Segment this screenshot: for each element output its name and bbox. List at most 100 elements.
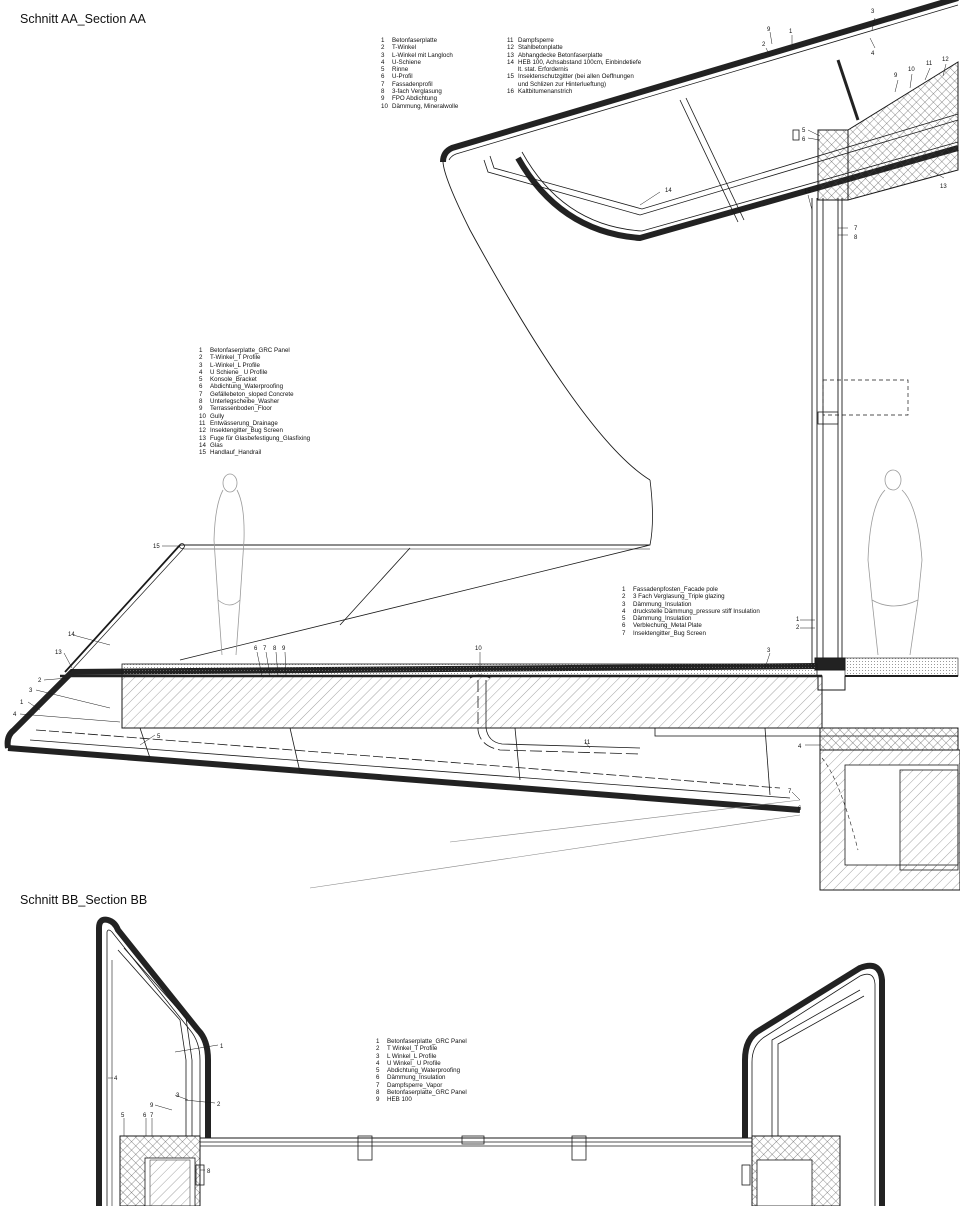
callout-7c: 7: [854, 226, 858, 232]
legend-roof-item-row: 10 Dämmung, Mineralwolle: [381, 103, 458, 110]
callout-13: 13: [55, 650, 62, 656]
legend-balcony-item-text: Glas: [210, 441, 223, 449]
legend-roof-item-text: Abhangdecke Betonfaserplatte: [518, 51, 603, 59]
legend-balcony-item-text: Betonfaserplatte_GRC Panel: [210, 347, 290, 354]
legend-facade-item-number: 1: [622, 586, 626, 593]
legend-balcony-item-text: Gefällebeton_sloped Concrete: [210, 390, 294, 398]
bb-callout-2: 2: [217, 1102, 221, 1108]
callout-9c: 9: [767, 27, 771, 33]
legend-facade-item-number: 4: [622, 607, 626, 615]
section-bb-drawing: 1 2 3 4 5 6 7 8 9: [96, 916, 885, 1206]
legend-roof-item-number: 6: [381, 73, 385, 81]
callout-11: 11: [584, 740, 591, 746]
bb-window: [195, 1135, 752, 1186]
legend-balcony-item-number: 11: [199, 419, 206, 427]
legend-balcony-item-number: 13: [199, 434, 206, 442]
callout-7b: 7: [788, 789, 792, 795]
callout-2b: 2: [796, 625, 800, 631]
legend-bb-item-number: 7: [376, 1081, 380, 1089]
legend-roof-item-text: lt. stat. Erfordernis: [518, 66, 569, 74]
legend-bb-item-text: Dampfsperre_Vapor: [387, 1081, 443, 1089]
legend-roof-item-text: Rinne: [392, 66, 409, 74]
human-figure-interior: [867, 469, 923, 656]
legend-roof-item-number: 16: [507, 88, 514, 96]
legend-facade-item-text: 3 Fach Verglasung_Triple glazing: [633, 593, 725, 601]
callout-5c: 5: [802, 128, 806, 134]
callout-2c: 2: [762, 42, 766, 48]
legend-roof-item-text: T-Winkel: [392, 44, 417, 52]
legend-facade-item-text: druckstelle Dämmung_pressure stiff Insul…: [633, 607, 760, 615]
section-aa-drawing: 15 14 13 2 3 1 4 5 6 7 8 9 10 11 3 1 2 4…: [4, 0, 960, 891]
legend-balcony-item-number: 10: [199, 412, 206, 420]
callout-12c: 12: [942, 57, 949, 63]
legend-facade-item-number: 6: [622, 622, 626, 630]
legend-bb-item-row: 7 Dampfsperre_Vapor: [376, 1082, 467, 1089]
legend-balcony-item-number: 15: [199, 449, 206, 457]
legend-bb-item-text: Betonfaserplatte_GRC Panel: [387, 1089, 467, 1097]
legend-roof-item-number: 10: [381, 102, 388, 110]
legend-balcony-item-number: 5: [199, 376, 203, 384]
callout-14: 14: [68, 632, 75, 638]
callout-4: 4: [13, 712, 17, 718]
bb-callout-7: 7: [150, 1113, 154, 1119]
legend-balcony-item-text: Abdichtung_Waterproofing: [210, 383, 284, 391]
legend-roof-item-text: Fassadenprofil: [392, 80, 433, 88]
legend-roof-item-number: 4: [381, 58, 385, 66]
facade-glazing: [811, 198, 909, 671]
callout-11c: 11: [926, 61, 933, 67]
legend-bb-item-text: Dämmung_Insulation: [387, 1074, 446, 1082]
legend-roof-item-text: L-Winkel mit Langloch: [392, 51, 453, 59]
legend-balcony-item-text: Fuge für Glasbefestigung_Glasfixing: [210, 434, 311, 442]
roof-canopy: [440, 0, 959, 481]
legend-roof-item-number: 12: [507, 44, 514, 52]
legend-facade-item-text: Dämmung_Insulation: [633, 615, 692, 623]
legend-balcony-item-row: 15 Handlauf_Handrail: [199, 449, 310, 456]
callout-numbers-aa: 15 14 13 2 3 1 4 5 6 7 8 9 10 11 3 1 2 4…: [13, 9, 949, 812]
legend-balcony-item-number: 2: [199, 354, 203, 362]
legend-bb-item-number: 6: [376, 1074, 380, 1082]
callout-3b: 3: [767, 648, 771, 654]
legend-balcony-item-text: Gully: [210, 412, 225, 420]
legend-balcony-item-text: L-Winkel_L Profile: [210, 361, 260, 369]
legend-facade-item-number: 5: [622, 615, 626, 623]
legend-facade-item-text: Verblechung_Metal Plate: [633, 622, 702, 630]
legend-roof-item-number: 15: [507, 73, 514, 81]
legend-roof-item-number: 13: [507, 51, 514, 59]
legend-roof-item-number: 11: [507, 37, 514, 44]
legend-facade-item-text: Dämmung_Insulation: [633, 600, 692, 608]
legend-balcony-item-text: Konsole_Bracket: [210, 376, 257, 384]
callout-leaders-bb: [108, 1044, 219, 1171]
callout-leaders-aa: [19, 17, 947, 801]
legend-roof-item-text: Dämmung, Mineralwolle: [392, 102, 459, 110]
legend-facade-item-text: Insektengitter_Bug Screen: [633, 629, 706, 637]
callout-8c: 8: [854, 235, 858, 241]
legend-bb-item-text: U Winkel_ U Profile: [387, 1059, 441, 1067]
callout-numbers-bb: 1 2 3 4 5 6 7 8 9: [114, 1044, 224, 1175]
callout-5: 5: [157, 734, 161, 740]
legend-balcony-item-text: Handlauf_Handrail: [210, 449, 262, 457]
legend-balcony-item-text: U Schiene_ U Profile: [210, 368, 268, 376]
legend-roof-item-number: 2: [381, 44, 385, 52]
legend-roof-item-row: lt. stat. Erfordernis: [507, 66, 641, 73]
callout-4b: 4: [798, 744, 802, 750]
legend-balcony-item-number: 6: [199, 383, 203, 391]
legend-balcony-item-number: 14: [199, 441, 206, 449]
